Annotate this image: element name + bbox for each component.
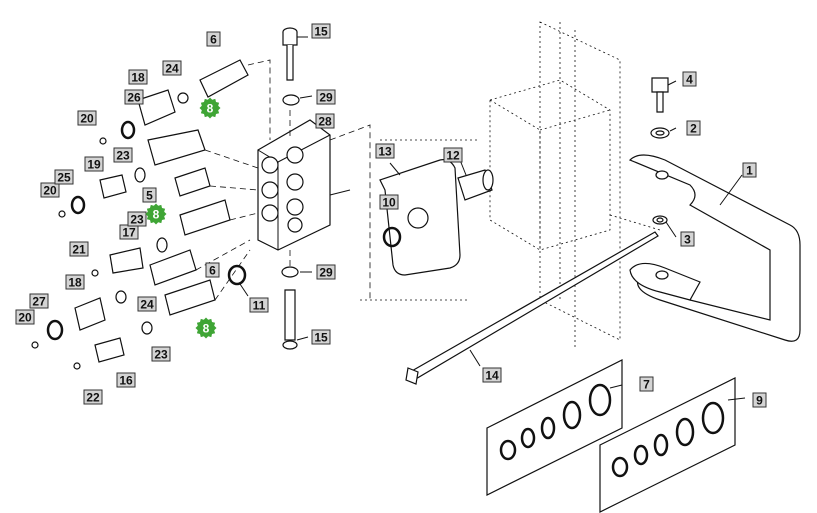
callout-number: 20 bbox=[18, 311, 32, 325]
callout-number: 23 bbox=[116, 149, 130, 163]
callout-1: 1 bbox=[742, 162, 757, 178]
callout-5: 5 bbox=[142, 187, 157, 203]
callout-20: 20 bbox=[15, 309, 35, 325]
bolt-part bbox=[650, 77, 670, 225]
callout-18: 18 bbox=[128, 69, 148, 85]
bracket-part bbox=[628, 154, 801, 342]
callout-10: 10 bbox=[379, 194, 399, 210]
callout-25: 25 bbox=[54, 169, 74, 185]
badge-number: 8 bbox=[153, 208, 160, 222]
fittings-cluster bbox=[31, 59, 249, 370]
callout-number: 23 bbox=[130, 213, 144, 227]
callout-number: 24 bbox=[140, 298, 154, 312]
callout-28: 28 bbox=[315, 113, 335, 129]
callout-number: 11 bbox=[253, 299, 266, 313]
callout-number: 12 bbox=[446, 149, 460, 163]
rod-part bbox=[405, 231, 659, 385]
callout-number: 25 bbox=[57, 171, 71, 185]
callout-12: 12 bbox=[443, 147, 463, 163]
assembly-lines bbox=[195, 59, 371, 301]
callout-16: 16 bbox=[116, 372, 136, 388]
gear-badge-icon: 8 bbox=[145, 203, 167, 225]
callout-number: 20 bbox=[80, 112, 94, 126]
callout-23: 23 bbox=[113, 147, 133, 163]
seal-kit-7 bbox=[486, 359, 623, 496]
callout-number: 26 bbox=[127, 91, 141, 105]
callout-21: 21 bbox=[69, 241, 89, 257]
callout-20: 20 bbox=[40, 182, 60, 198]
callout-number: 21 bbox=[72, 243, 86, 257]
callout-number: 10 bbox=[382, 196, 396, 210]
callout-24: 24 bbox=[162, 60, 182, 76]
callout-number: 9 bbox=[756, 394, 763, 408]
callout-27: 27 bbox=[29, 293, 49, 309]
badge-number: 8 bbox=[203, 322, 210, 336]
highlight-badges: 8 8 8 bbox=[145, 97, 221, 339]
callout-17: 17 bbox=[119, 224, 139, 240]
callout-number: 18 bbox=[131, 71, 145, 85]
callout-number: 23 bbox=[154, 348, 168, 362]
callout-20: 20 bbox=[77, 110, 97, 126]
gasket-plate bbox=[379, 159, 461, 276]
callout-number: 29 bbox=[319, 266, 333, 280]
callout-11: 11 bbox=[249, 297, 269, 313]
callout-number: 7 bbox=[643, 378, 650, 392]
callout-number: 1 bbox=[746, 164, 753, 178]
callout-number: 15 bbox=[314, 25, 328, 39]
callout-3: 3 bbox=[680, 231, 695, 247]
callout-7: 7 bbox=[639, 376, 654, 392]
callout-number: 6 bbox=[210, 33, 217, 47]
callout-number: 13 bbox=[378, 145, 392, 159]
callout-number: 5 bbox=[146, 189, 153, 203]
mounting-panel bbox=[360, 21, 661, 350]
callout-15: 15 bbox=[311, 23, 331, 39]
callout-number: 3 bbox=[684, 233, 691, 247]
callout-number: 29 bbox=[319, 91, 333, 105]
callout-9: 9 bbox=[752, 392, 767, 408]
callout-14: 14 bbox=[482, 367, 502, 383]
callout-6: 6 bbox=[205, 262, 220, 278]
sleeve-part bbox=[457, 169, 494, 201]
callout-6: 6 bbox=[206, 31, 221, 47]
callout-19: 19 bbox=[84, 156, 104, 172]
callout-number: 17 bbox=[122, 226, 136, 240]
callout-number: 2 bbox=[690, 122, 697, 136]
callout-23: 23 bbox=[151, 346, 171, 362]
gear-badge-icon: 8 bbox=[199, 97, 221, 119]
seal-kit-9 bbox=[599, 377, 736, 513]
callout-number: 6 bbox=[209, 264, 216, 278]
callout-23: 23 bbox=[127, 211, 147, 227]
callout-number: 24 bbox=[165, 62, 179, 76]
callout-24: 24 bbox=[137, 296, 157, 312]
callout-number: 28 bbox=[318, 115, 332, 129]
callout-labels: 1234566791011121314151516171818192020202… bbox=[15, 23, 767, 408]
callout-2: 2 bbox=[686, 120, 701, 136]
callout-15: 15 bbox=[311, 329, 331, 345]
gear-badge-icon: 8 bbox=[195, 317, 217, 339]
callout-number: 19 bbox=[87, 158, 101, 172]
callout-number: 14 bbox=[485, 369, 499, 383]
callout-29: 29 bbox=[316, 89, 336, 105]
callout-29: 29 bbox=[316, 264, 336, 280]
callout-22: 22 bbox=[83, 389, 103, 405]
valve-block bbox=[257, 119, 351, 251]
callout-number: 15 bbox=[314, 331, 328, 345]
callout-number: 27 bbox=[32, 295, 46, 309]
callout-number: 20 bbox=[43, 184, 57, 198]
callout-number: 16 bbox=[119, 374, 133, 388]
callout-number: 4 bbox=[686, 73, 693, 87]
screw-part bbox=[281, 27, 300, 350]
callout-number: 18 bbox=[68, 276, 82, 290]
callout-number: 22 bbox=[86, 391, 100, 405]
callout-26: 26 bbox=[124, 89, 144, 105]
callout-13: 13 bbox=[375, 143, 395, 159]
badge-number: 8 bbox=[207, 102, 214, 116]
callout-4: 4 bbox=[682, 71, 697, 87]
callout-18: 18 bbox=[65, 274, 85, 290]
